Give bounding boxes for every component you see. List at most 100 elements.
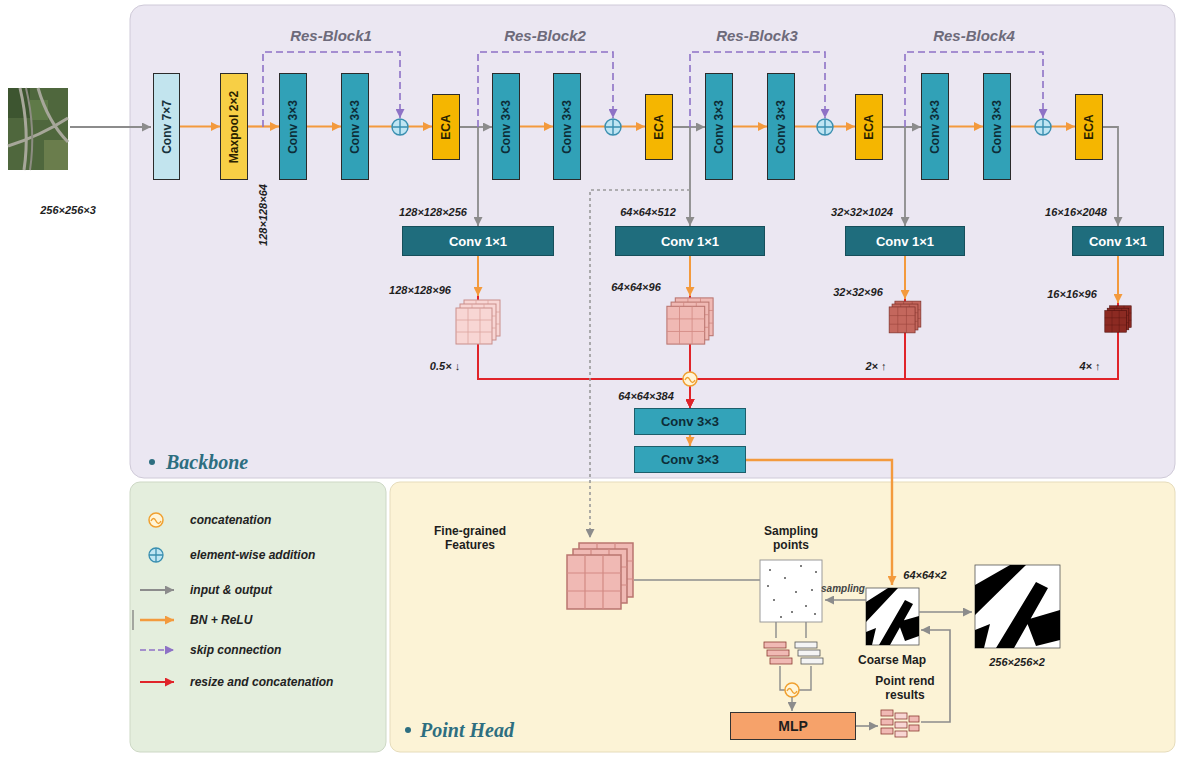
block-label: ECA <box>1082 114 1096 139</box>
legend-text: input & output <box>190 582 272 598</box>
connector <box>180 125 220 127</box>
block-label: Conv 3×3 <box>990 100 1004 154</box>
conv-block: Conv 3×3 <box>634 408 746 435</box>
output-map <box>975 565 1060 648</box>
dimension-label: 128×128×64 <box>257 184 270 246</box>
addition-symbol <box>1035 119 1051 135</box>
feature-line <box>634 579 760 581</box>
sampled-features <box>791 697 792 711</box>
legend-text: concatenation <box>190 512 271 528</box>
feature-map <box>456 298 1131 344</box>
dimension-label: 256×256×3 <box>40 204 96 217</box>
sampling-arrow <box>825 599 866 601</box>
block-label: Conv 1×1 <box>449 234 507 249</box>
dimension-label: 32×32×1024 <box>831 206 893 219</box>
input-image <box>44 140 68 170</box>
dimension-label: 32×32×96 <box>833 286 883 299</box>
point-rend-results <box>895 713 907 719</box>
point-rend-results <box>909 716 919 722</box>
legend-symbols <box>140 649 174 651</box>
sampled-features <box>795 642 817 648</box>
conv-block: Conv 3×3 <box>553 73 581 180</box>
bn-relu-arrow <box>1117 256 1119 303</box>
legend-symbols <box>149 548 163 562</box>
bn-relu-arrow <box>477 256 479 296</box>
maxpool-block: Maxpool 2×2 <box>220 73 248 180</box>
conv-block: Conv 3×3 <box>983 73 1011 180</box>
point-rend-results <box>881 710 919 737</box>
point-rend-results <box>881 710 893 716</box>
dimension-label: 16×16×96 <box>1047 288 1097 301</box>
connector <box>690 256 905 408</box>
sampled-features <box>776 622 806 638</box>
conv-block: Conv 3×3 <box>921 73 949 180</box>
block-label: Conv 3×3 <box>928 100 942 154</box>
sampling-points <box>780 616 782 618</box>
block-label: Conv 3×3 <box>286 100 300 154</box>
input-arrow <box>70 126 151 128</box>
mlp-output-arrow <box>856 725 878 727</box>
block-label: ECA <box>862 114 876 139</box>
input-image <box>8 88 68 170</box>
addition-symbol <box>1035 119 1051 135</box>
sampled-features <box>770 658 792 664</box>
legend-symbols <box>140 619 174 621</box>
block-label: Conv 1×1 <box>1089 234 1147 249</box>
legend-symbols <box>132 610 133 630</box>
fine-grained-features <box>567 543 633 609</box>
legend-text: BN + ReLU <box>190 612 252 628</box>
block-label: Conv 3×3 <box>712 100 726 154</box>
legend-symbols <box>149 548 163 562</box>
sampling-points <box>760 560 822 622</box>
block-label: Maxpool 2×2 <box>227 90 241 162</box>
block-label: Conv 3×3 <box>348 100 362 154</box>
eca-block: ECA <box>1075 94 1103 160</box>
connector <box>690 256 1118 408</box>
dimension-label: Sampling points <box>755 524 827 552</box>
output-arrow <box>919 611 972 613</box>
bn-relu-arrow <box>904 256 906 299</box>
point-head-panel <box>390 482 1175 752</box>
sampling-points <box>767 565 817 618</box>
legend-panel <box>130 482 386 752</box>
sampling-points <box>811 589 813 591</box>
addition-symbol <box>605 119 621 135</box>
legend-text: resize and concatenation <box>190 674 333 690</box>
dimension-label: 128×128×96 <box>389 284 451 297</box>
sampled-features <box>801 658 823 664</box>
block-label: ECA <box>652 114 666 139</box>
connector <box>307 125 341 127</box>
bn-relu-arrow <box>478 256 1118 303</box>
block-label: Conv 7×7 <box>160 100 174 154</box>
sampled-features <box>767 650 789 656</box>
group-label: Res-Block2 <box>504 27 586 44</box>
dimension-label: 0.5× ↓ <box>430 360 460 373</box>
concatenation-symbol <box>683 372 697 386</box>
dimension-label: 64×64×2 <box>903 569 946 582</box>
feature-map <box>667 298 713 344</box>
conv-block: Conv 3×3 <box>767 73 795 180</box>
conv-block: Conv 1×1 <box>1072 226 1164 256</box>
dimension-label: 4× ↑ <box>1079 360 1100 373</box>
legend-symbols <box>133 513 174 682</box>
addition-symbol <box>817 119 833 135</box>
legend-text: skip connection <box>190 642 281 658</box>
sampled-features <box>764 642 786 648</box>
group-label: Res-Block3 <box>716 27 798 44</box>
coarse-map <box>866 588 919 645</box>
sampling-points <box>767 585 769 587</box>
conv-block: Conv 1×1 <box>402 226 554 256</box>
conv-block: Conv 3×3 <box>492 73 520 180</box>
panel-region: Point HeadMLP <box>390 482 1175 752</box>
connector <box>520 125 553 127</box>
sampled-features <box>798 650 820 656</box>
eca-block: ECA <box>432 94 460 160</box>
dimension-label: 2× ↑ <box>865 360 886 373</box>
dimension-label: Fine-grained Features <box>420 524 520 552</box>
connector <box>733 125 767 127</box>
point-rend-results <box>895 731 907 737</box>
block-label: Conv 3×3 <box>499 100 513 154</box>
block-label: Conv 3×3 <box>560 100 574 154</box>
group-label: Res-Block1 <box>290 27 372 44</box>
